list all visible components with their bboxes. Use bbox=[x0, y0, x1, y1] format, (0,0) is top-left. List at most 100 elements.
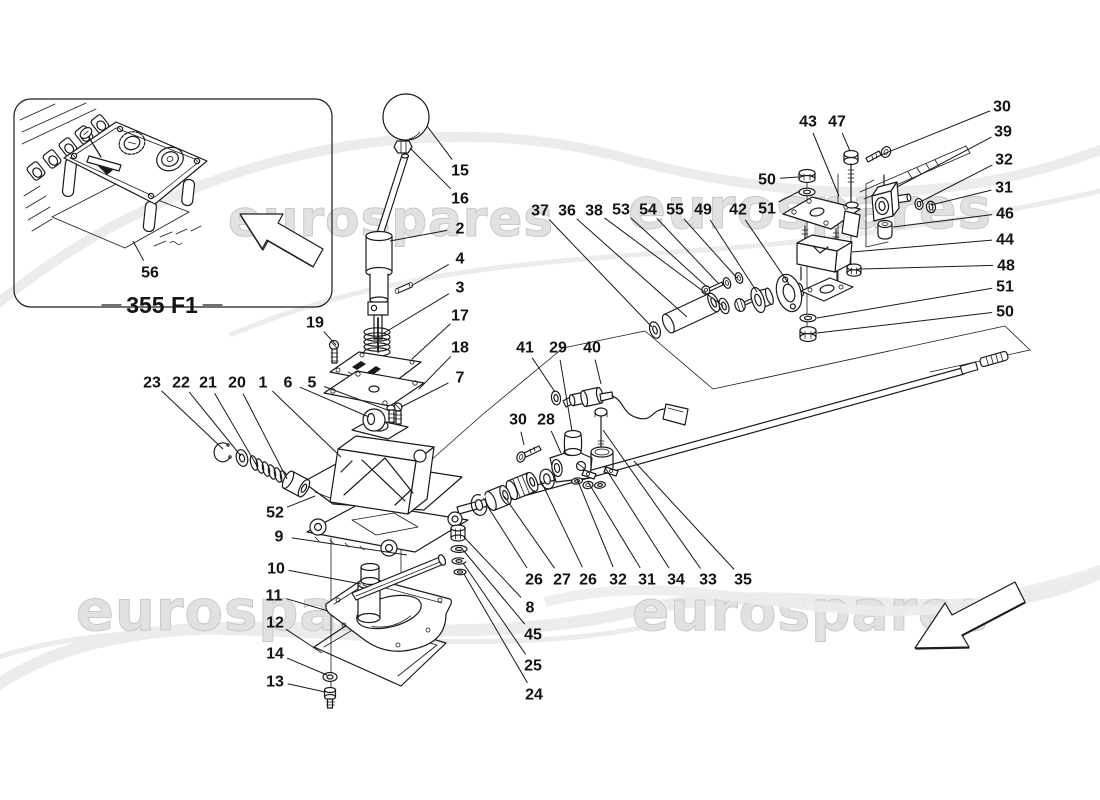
leader-line-5 bbox=[324, 386, 391, 412]
top-plate-43 bbox=[782, 196, 861, 238]
leader-line-50 bbox=[779, 176, 799, 179]
leader-line-32 bbox=[576, 478, 614, 568]
console-dial-left bbox=[118, 131, 146, 155]
nut-48 bbox=[846, 263, 862, 277]
part-label-48: 48 bbox=[997, 258, 1015, 275]
washer-38 bbox=[718, 297, 730, 315]
leader-line-2 bbox=[389, 229, 448, 242]
leader-line-33 bbox=[602, 429, 701, 569]
part-label-51: 51 bbox=[758, 201, 776, 218]
leader-line-36 bbox=[576, 218, 688, 318]
part-label-50: 50 bbox=[996, 304, 1014, 321]
part-label-40: 40 bbox=[583, 340, 601, 357]
circlip bbox=[213, 442, 231, 463]
leader-line-8 bbox=[463, 536, 522, 598]
part-label-51: 51 bbox=[996, 279, 1014, 296]
spacer-36 bbox=[661, 292, 721, 334]
washer-26-small bbox=[593, 481, 607, 489]
ghost-bracket-outline bbox=[865, 179, 889, 248]
leader-line-23 bbox=[161, 390, 224, 450]
leader-line-26 bbox=[487, 506, 528, 569]
washer-55 bbox=[734, 272, 744, 284]
selector-shaft-10 bbox=[351, 554, 447, 601]
part-label-44: 44 bbox=[996, 232, 1014, 249]
cable-connector bbox=[662, 403, 689, 426]
leader-line-30 bbox=[520, 431, 525, 446]
part-label-5: 5 bbox=[308, 375, 317, 392]
leader-line-40 bbox=[594, 359, 602, 385]
leader-line-56 bbox=[132, 240, 145, 261]
leader-line-12 bbox=[285, 628, 323, 654]
inset-direction-arrow-icon bbox=[239, 213, 324, 268]
bolt-33 bbox=[594, 407, 608, 450]
nut-50-bottom bbox=[799, 326, 817, 343]
part-label-52: 52 bbox=[266, 505, 284, 522]
leader-line-7 bbox=[400, 382, 449, 408]
part-label-8: 8 bbox=[526, 600, 535, 617]
part-label-26: 26 bbox=[579, 572, 597, 589]
direction-arrow-icon bbox=[914, 581, 1026, 650]
washer-51-bottom bbox=[799, 313, 817, 323]
leader-line-44 bbox=[851, 239, 993, 253]
lever-boot bbox=[365, 230, 393, 340]
part-label-43: 43 bbox=[799, 114, 817, 131]
part-label-45: 45 bbox=[524, 627, 542, 644]
part-label-7: 7 bbox=[456, 370, 465, 387]
leader-line-32 bbox=[919, 164, 993, 203]
part-label-26: 26 bbox=[525, 572, 543, 589]
part-label-22: 22 bbox=[172, 375, 190, 392]
leader-line-54 bbox=[656, 218, 719, 284]
part-label-20: 20 bbox=[228, 375, 246, 392]
selector-housing-1 bbox=[329, 418, 435, 515]
rubber-mount-44 bbox=[796, 225, 853, 284]
rod-threaded-tip bbox=[979, 350, 1009, 368]
part-label-15: 15 bbox=[451, 163, 469, 180]
leader-line-53 bbox=[630, 217, 708, 288]
long-bolt-47 bbox=[843, 149, 859, 209]
splined-bushing-26 bbox=[505, 471, 539, 501]
plate-screw bbox=[393, 402, 403, 425]
part-label-17: 17 bbox=[451, 308, 469, 325]
leader-line-29 bbox=[559, 359, 573, 432]
washer-37 bbox=[648, 321, 662, 339]
part-label-16: 16 bbox=[451, 191, 469, 208]
part-label-56: 56 bbox=[141, 265, 159, 282]
dashboard-edge-lines bbox=[19, 102, 202, 247]
part-label-34: 34 bbox=[667, 572, 685, 589]
leader-line-21 bbox=[214, 392, 258, 467]
part-label-1: 1 bbox=[259, 375, 268, 392]
part-label-49: 49 bbox=[694, 202, 712, 219]
washer-stack bbox=[450, 524, 468, 576]
leader-line-48 bbox=[860, 264, 994, 270]
figure-caption: 355 F1 bbox=[126, 292, 198, 318]
leader-line-31 bbox=[587, 481, 641, 569]
part-label-12: 12 bbox=[266, 615, 284, 632]
clamp-bracket-34 bbox=[581, 446, 619, 480]
leader-line-6 bbox=[299, 386, 370, 418]
leader-line-31 bbox=[930, 189, 992, 206]
left-parts-row bbox=[213, 442, 311, 498]
leader-line-51 bbox=[778, 190, 801, 203]
leader-line-17 bbox=[411, 323, 451, 360]
leader-line-9 bbox=[291, 537, 408, 556]
leader-lines bbox=[132, 110, 994, 693]
part-label-13: 13 bbox=[266, 674, 284, 691]
leader-line-50 bbox=[816, 312, 993, 334]
part-label-2: 2 bbox=[456, 221, 465, 238]
part-label-41: 41 bbox=[516, 340, 534, 357]
part-label-28: 28 bbox=[537, 412, 555, 429]
snap-ring-26-right bbox=[539, 468, 555, 490]
lower-cover-assembly bbox=[313, 554, 452, 709]
part-label-14: 14 bbox=[266, 646, 284, 663]
part-label-53: 53 bbox=[612, 202, 630, 219]
leader-line-38 bbox=[604, 217, 724, 307]
leader-line-28 bbox=[550, 430, 562, 454]
part-label-29: 29 bbox=[549, 340, 567, 357]
leader-line-37 bbox=[548, 219, 653, 328]
leader-line-15 bbox=[426, 125, 453, 160]
part-label-18: 18 bbox=[451, 340, 469, 357]
leader-line-1 bbox=[272, 390, 342, 458]
